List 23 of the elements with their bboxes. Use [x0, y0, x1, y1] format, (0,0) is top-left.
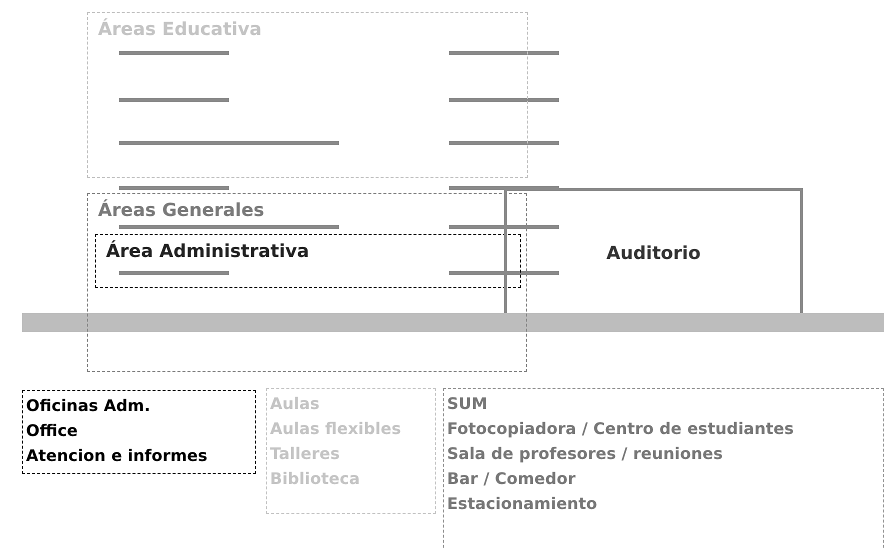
auditorium-outline [504, 188, 803, 313]
legend-box [266, 388, 436, 514]
zone-title: Áreas Generales [98, 200, 264, 221]
legend-box [443, 388, 884, 548]
room-label: Sala de profesores / reuniones [447, 443, 723, 465]
room-label: Auditorio [606, 243, 701, 264]
room-label: Biblioteca [270, 468, 360, 490]
room-label: SUM [447, 393, 488, 415]
room-label: Aulas flexibles [270, 418, 401, 440]
zone-outline [87, 12, 528, 178]
zone-title: Área Administrativa [106, 241, 310, 262]
room-label: Oficinas Adm. [26, 395, 150, 417]
zone-outline [87, 193, 527, 372]
room-label: Estacionamiento [447, 493, 598, 515]
zone-title: Áreas Educativa [98, 19, 262, 40]
room-label: Atencion e informes [26, 445, 208, 467]
zone-outline [95, 234, 521, 288]
room-label: Office [26, 420, 78, 442]
room-label: Bar / Comedor [447, 468, 576, 490]
room-label: Fotocopiadora / Centro de estudiantes [447, 418, 794, 440]
room-label: Aulas [270, 393, 320, 415]
room-label: Talleres [270, 443, 340, 465]
legend-box [22, 390, 256, 474]
